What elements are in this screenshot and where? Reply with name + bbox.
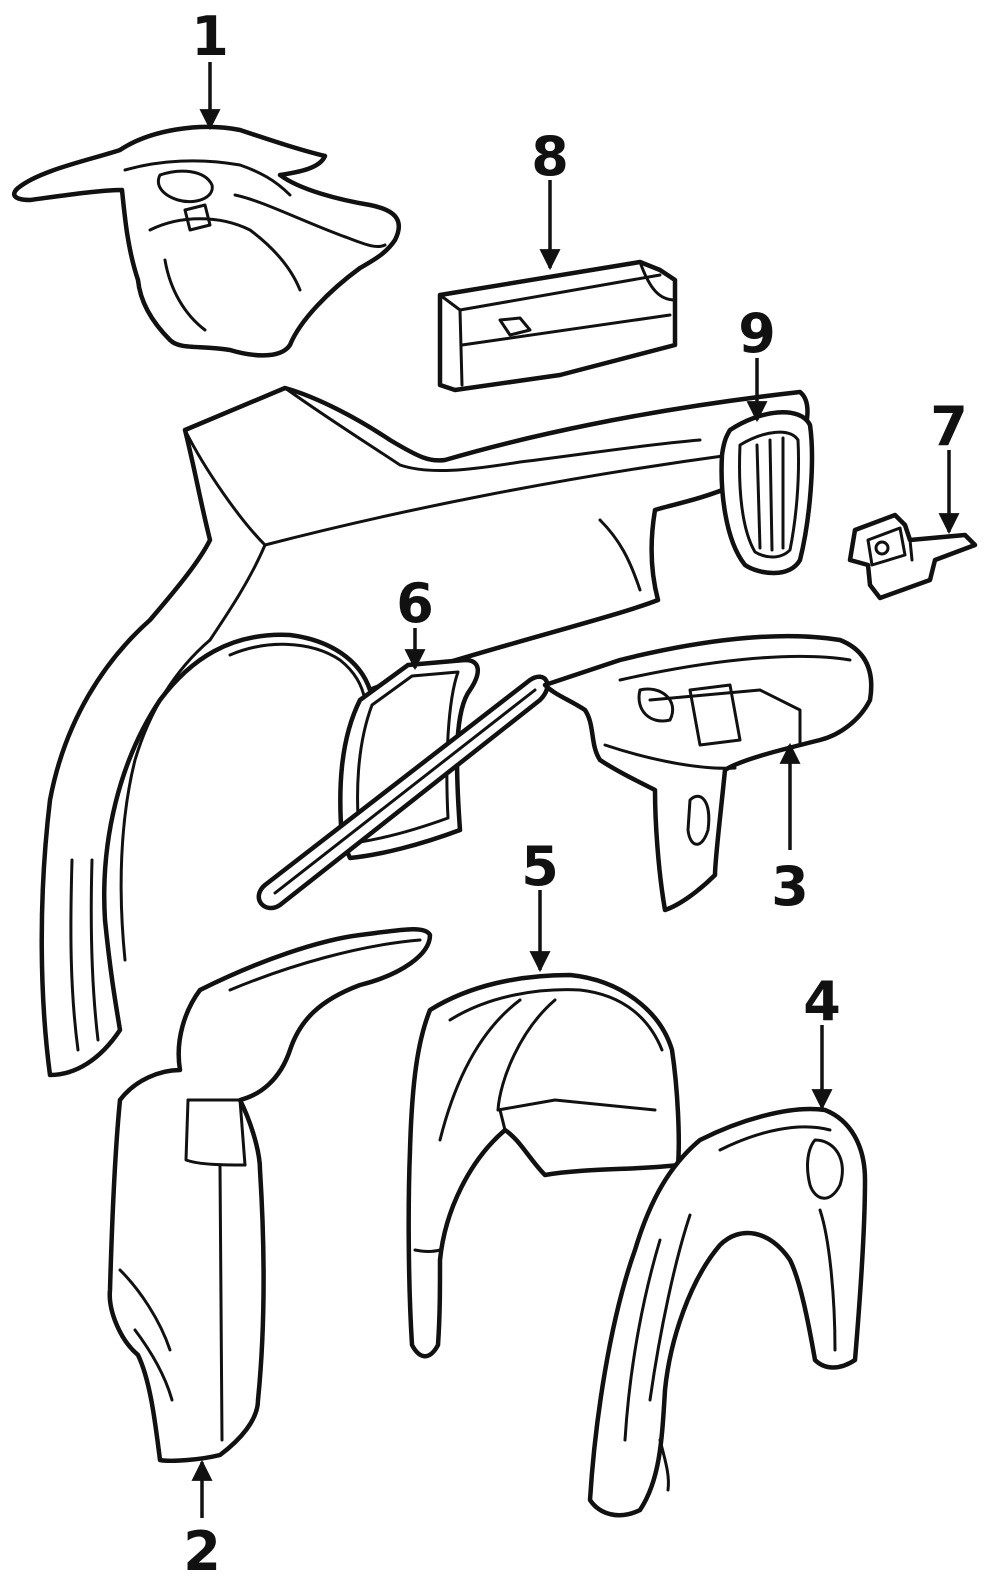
part-8-box-panel [437, 259, 678, 393]
part-9-vent [719, 410, 815, 576]
callout-leaders [191, 62, 960, 1518]
callout-1: 1 [191, 5, 229, 68]
callout-3: 3 [771, 855, 809, 918]
part-5-wheel-liner [406, 972, 681, 1359]
callout-8: 8 [531, 125, 569, 188]
callout-6: 6 [396, 572, 434, 635]
part-1-upper-panel [12, 124, 402, 358]
callout-4: 4 [803, 970, 841, 1033]
part-6-seal-panel [256, 657, 550, 911]
part-3-inner-panel [542, 633, 874, 913]
part-4-wheel-well [587, 1106, 868, 1518]
quarter-panel [39, 385, 810, 1078]
callout-labels: 1 2 3 4 5 6 7 8 9 [183, 5, 968, 1576]
callout-9: 9 [738, 302, 776, 365]
part-2-wheelhouse [107, 926, 433, 1464]
callout-5: 5 [521, 835, 559, 898]
callout-7: 7 [930, 395, 968, 458]
part-7-bracket [847, 512, 978, 601]
callout-2: 2 [183, 1520, 221, 1576]
